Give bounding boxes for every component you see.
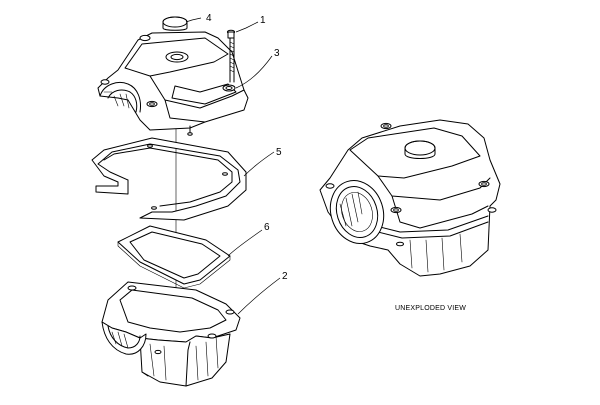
exploded-view [91,16,249,387]
flat-gasket [91,137,247,221]
callout-3: 3 [274,48,280,59]
callout-6: 6 [264,222,270,233]
callout-labels: 4 1 3 5 6 2 [206,13,288,282]
seal-gasket [117,225,231,289]
lower-housing [101,281,241,387]
upper-cover [97,31,249,136]
callout-leaders [185,17,281,315]
callout-4: 4 [206,13,212,24]
callout-5: 5 [276,147,282,158]
unexploded-view-caption: UNEXPLODED VIEW [395,305,466,312]
callout-1: 1 [260,15,266,26]
plug [162,16,188,31]
callout-2: 2 [282,271,288,282]
bolt [226,29,236,83]
unexploded-view [319,119,501,277]
